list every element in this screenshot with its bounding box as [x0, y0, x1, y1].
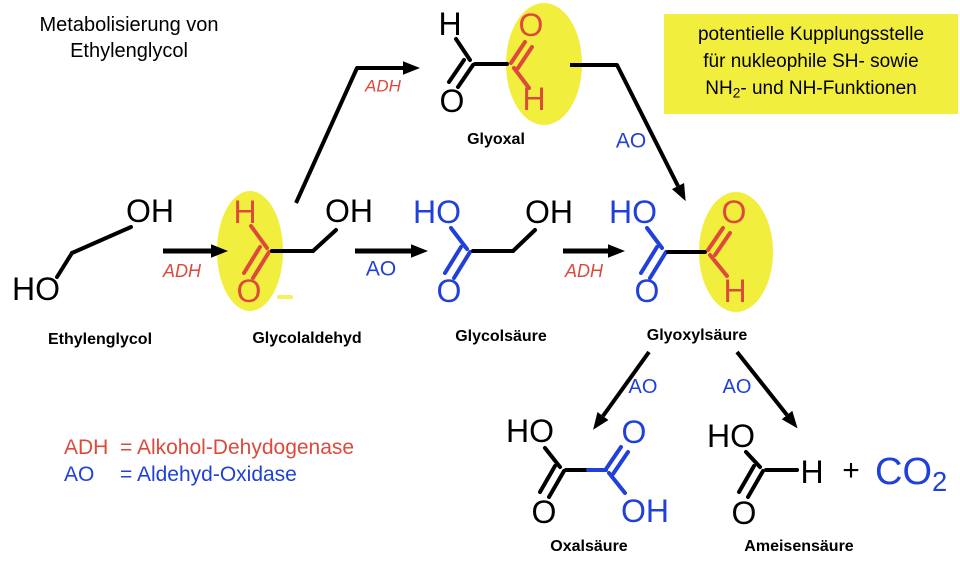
plus-sign: +	[842, 454, 860, 487]
co2-formula: CO2	[875, 451, 948, 497]
oxalsaeure-oh: OH	[621, 493, 669, 529]
legend-adh-abbr: ADH	[64, 436, 109, 459]
label-glycolaldehyd: Glycolaldehyd	[252, 330, 362, 347]
glyoxal-h1: H	[438, 6, 462, 42]
glyoxal-h2: H	[522, 81, 546, 117]
reaction-arrows	[163, 61, 798, 430]
oxalsaeure-o1: O	[531, 494, 557, 530]
ameisensaeure-o: O	[731, 495, 757, 531]
glyoxylsaeure-h: H	[723, 273, 747, 309]
glycolaldehyd-o: O	[236, 273, 262, 309]
legend-adh-row: ADH = Alkohol-Dehydogenase	[64, 434, 354, 461]
highlight-ellipse-glyoxylsaeure	[699, 192, 773, 312]
legend-ao-abbr: AO	[64, 463, 95, 486]
glycolaldehyd-oh: OH	[325, 193, 373, 229]
nh2-subscript: 2	[732, 85, 741, 101]
ethylenglycol-bonds	[55, 225, 133, 279]
ameisensaeure-h: H	[800, 454, 824, 490]
enzyme-adh-arrow1: ADH	[162, 261, 202, 281]
note-line2: für nukleophile SH- sowie	[703, 51, 919, 72]
page-title-line2: Ethylenglycol	[70, 40, 188, 62]
highlight-ellipse-glycolaldehyd	[217, 191, 283, 311]
legend-ao-text: = Aldehyd-Oxidase	[120, 463, 297, 486]
arrow-glycolaldehyd-to-glyoxal	[294, 61, 420, 204]
ameisensaeure-ho: HO	[707, 418, 755, 454]
label-glyoxylsaeure: Glyoxylsäure	[646, 327, 748, 344]
glyoxal-o2: O	[518, 7, 544, 43]
glyoxylsaeure-ho: HO	[609, 194, 657, 230]
glycolsaeure-ho: HO	[413, 194, 461, 230]
label-ethylenglycol: Ethylenglycol	[47, 331, 153, 348]
enzyme-adh-arrow3: ADH	[564, 261, 604, 281]
enzyme-ao-arrow2: AO	[365, 257, 397, 281]
glycolsaeure-bonds	[443, 226, 537, 280]
label-oxalsaeure: Oxalsäure	[550, 538, 628, 555]
glyoxylsaeure-o1: O	[634, 273, 660, 309]
glyoxylsaeure-o2: O	[721, 194, 747, 230]
arrow-glyoxal-to-glyoxylsaeure	[570, 63, 686, 202]
legend-adh-text: = Alkohol-Dehydogenase	[120, 436, 355, 459]
glyoxylsaeure-bonds	[639, 226, 732, 280]
label-glycolsaeure: Glycolsäure	[455, 328, 547, 345]
co2-subscript: 2	[932, 465, 948, 497]
glycolaldehyd-bonds	[242, 224, 338, 280]
label-ameisensaeure: Ameisensäure	[744, 538, 854, 555]
label-glyoxal: Glyoxal	[467, 131, 525, 148]
arrow-glyoxylsaeure-to-oxalsaeure	[593, 350, 651, 430]
glyoxal-bonds	[447, 37, 534, 90]
ethylenglycol-oh: OH	[126, 193, 174, 229]
enzyme-ao-arrow-down: AO	[615, 129, 647, 153]
glycolsaeure-oh: OH	[525, 194, 573, 230]
glycolaldehyd-h: H	[233, 194, 257, 230]
glyoxal-o1: O	[439, 83, 465, 119]
arrow-glyoxylsaeure-to-ameisensaeure	[735, 350, 798, 429]
ameisensaeure-bonds	[737, 450, 799, 499]
page-title: Metabolisierung von Ethylenglycol	[18, 12, 240, 64]
oxalsaeure-bonds	[538, 445, 630, 499]
enzyme-ao-arrow-right-branch: AO	[722, 376, 752, 398]
note-line3: NH2- und NH-Funktionen	[705, 78, 917, 101]
note-line1: potentielle Kupplungsstelle	[697, 24, 925, 45]
legend-ao-row: AO = Aldehyd-Oxidase	[64, 461, 354, 488]
glycolsaeure-o: O	[436, 273, 462, 309]
highlight-stray-mark	[277, 295, 293, 299]
enzyme-legend: ADH = Alkohol-Dehydogenase AO = Aldehyd-Ox…	[64, 434, 354, 488]
highlight-ellipse-glyoxal	[506, 3, 582, 125]
oxalsaeure-ho: HO	[506, 413, 554, 449]
enzyme-ao-arrow-left-branch: AO	[628, 376, 658, 398]
page-title-line1: Metabolisierung von	[39, 14, 219, 36]
ethylenglycol-ho: HO	[12, 271, 60, 307]
oxalsaeure-o2: O	[621, 414, 647, 450]
enzyme-adh-arrow-up: ADH	[365, 76, 401, 96]
coupling-note-box: potentielle Kupplungsstelle für nukleoph…	[664, 14, 958, 115]
